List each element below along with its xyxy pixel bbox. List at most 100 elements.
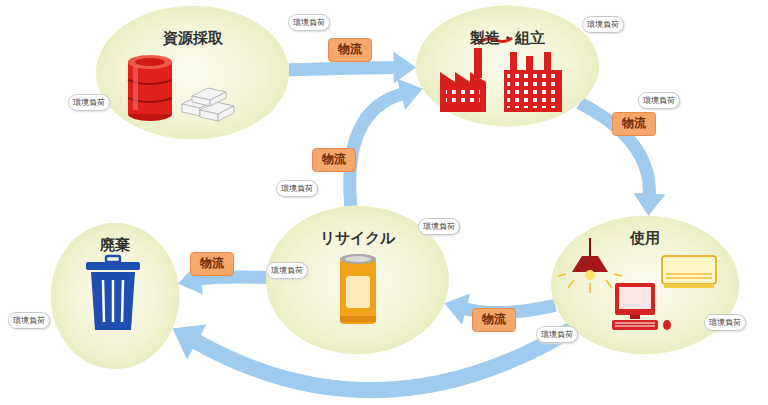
computer <box>630 315 640 319</box>
arrow-head <box>172 325 206 360</box>
flow-arrow <box>350 79 423 206</box>
arrow-head <box>393 51 416 83</box>
air-conditioner <box>662 256 716 288</box>
computer <box>615 283 655 315</box>
lifecycle-stage: 資源採取 <box>95 5 290 140</box>
environmental-load-cloud: 環境負荷 <box>8 312 50 329</box>
oil-drum <box>128 55 172 121</box>
trash-bin <box>106 256 120 262</box>
ingots <box>200 100 216 116</box>
flow-arrow <box>580 103 666 216</box>
factory <box>474 48 482 78</box>
lifecycle-stage: 製造・組立 <box>415 5 600 127</box>
factory <box>440 72 486 112</box>
recycled-can <box>340 316 376 322</box>
oil-drum <box>128 80 172 84</box>
oil-drum <box>128 62 172 114</box>
recycled-can <box>346 276 370 308</box>
ingots <box>200 102 234 114</box>
factory <box>478 38 512 44</box>
arrow-head <box>444 293 470 324</box>
environmental-load-cloud: 環境負荷 <box>638 92 680 109</box>
arrow-head <box>397 79 423 110</box>
oil-drum <box>128 107 172 121</box>
ingots <box>200 110 218 121</box>
air-conditioner <box>666 278 712 279</box>
factory <box>446 90 480 104</box>
environmental-load-cloud: 環境負荷 <box>288 14 330 31</box>
arrow-shaft <box>198 277 266 279</box>
environmental-load-cloud: 環境負荷 <box>536 326 578 343</box>
stage-title: 使用 <box>550 229 740 248</box>
computer <box>615 326 655 327</box>
ingots <box>182 104 200 116</box>
lamp <box>558 274 566 276</box>
factory <box>510 52 517 72</box>
stage-title: 資源採取 <box>95 29 290 48</box>
trash-bin <box>122 280 123 322</box>
trash-bin <box>86 262 140 270</box>
environmental-load-cloud: 環境負荷 <box>266 262 308 279</box>
environmental-load-cloud: 環境負荷 <box>418 218 460 235</box>
factory <box>526 56 533 72</box>
arrow-shaft <box>289 67 396 69</box>
arrow-shaft <box>350 94 403 206</box>
stage-ellipse <box>96 6 289 140</box>
stage-title: 製造・組立 <box>415 29 600 48</box>
computer <box>612 283 671 330</box>
ingots <box>192 88 226 100</box>
environmental-load-cloud: 環境負荷 <box>704 314 746 331</box>
lifecycle-stage: 廃棄 <box>50 222 180 370</box>
trash-bin <box>103 280 104 322</box>
ingots <box>218 106 234 121</box>
recycled-can <box>340 258 376 324</box>
factory <box>507 74 560 108</box>
stage-ellipse <box>416 6 599 127</box>
trash-bin <box>103 280 123 322</box>
stage-ellipse <box>415 5 600 127</box>
oil-drum <box>133 66 138 110</box>
logistics-truck: 物流 <box>612 112 656 136</box>
ingots <box>192 96 210 106</box>
ingots <box>210 92 226 106</box>
lamp <box>614 274 622 276</box>
computer <box>663 320 671 330</box>
oil-drum <box>135 58 165 66</box>
logistics-truck: 物流 <box>328 38 372 62</box>
computer <box>619 287 651 309</box>
environmental-load-cloud: 環境負荷 <box>68 94 110 111</box>
lamp <box>558 238 622 293</box>
stage-ellipse <box>551 216 739 355</box>
recycled-can <box>340 254 376 264</box>
lamp <box>568 280 574 288</box>
recycled-can <box>345 256 371 262</box>
factory <box>544 52 551 72</box>
logistics-truck: 物流 <box>190 252 234 276</box>
trash-bin <box>112 280 115 322</box>
environmental-load-cloud: 環境負荷 <box>582 16 624 33</box>
environmental-load-cloud: 環境負荷 <box>276 180 318 197</box>
stage-ellipse <box>95 5 290 140</box>
logistics-truck: 物流 <box>312 148 356 172</box>
computer <box>615 323 655 326</box>
lamp <box>572 256 608 272</box>
recycled-can <box>340 254 376 324</box>
arrow-head <box>633 193 665 216</box>
oil-drum <box>128 98 172 102</box>
ingots <box>182 96 216 108</box>
logistics-truck: 物流 <box>472 308 516 332</box>
lamp <box>589 283 591 293</box>
oil-drum <box>128 62 172 114</box>
lamp <box>558 274 622 293</box>
factory <box>440 38 562 112</box>
air-conditioner <box>666 274 712 278</box>
factory <box>504 70 562 112</box>
stage-title: 廃棄 <box>50 236 180 255</box>
air-conditioner <box>666 274 712 275</box>
lamp <box>585 270 595 280</box>
lifecycle-stage: 使用 <box>550 215 740 355</box>
trash-bin <box>91 272 135 330</box>
oil-drum <box>128 55 172 69</box>
